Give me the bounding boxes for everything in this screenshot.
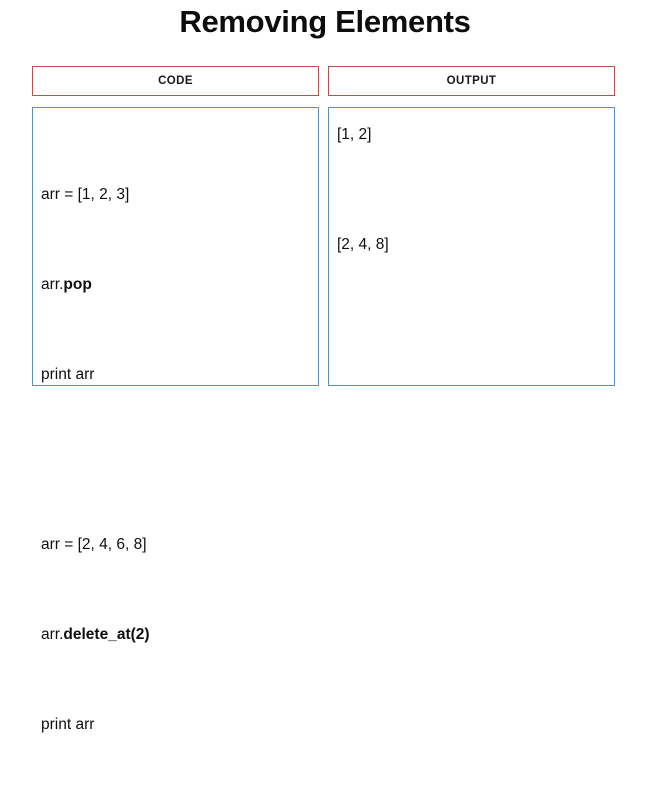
output-line: [1, 2] [337,126,372,143]
column-header-output: OUTPUT [328,66,615,96]
code-line: print arr [41,710,318,740]
code-line-text: arr = [2, 4, 6, 8] [41,536,147,553]
code-line: print arr [41,360,318,390]
code-block-2: arr = [2, 4, 6, 8] arr.delete_at(2) prin… [41,470,318,800]
code-line-bold: delete_at(2) [63,626,150,643]
code-line-bold: pop [63,276,92,293]
code-line: arr = [1, 2, 3] [41,180,318,210]
column-header-code: CODE [32,66,319,96]
code-line-text: print arr [41,716,95,733]
code-block-separator [41,450,318,470]
column-header-code-label: CODE [158,75,193,87]
code-line: arr = [2, 4, 6, 8] [41,530,318,560]
output-block-separator [337,150,614,230]
code-line-text: arr. [41,276,64,293]
column-header-output-label: OUTPUT [446,75,497,87]
output-panel: [1, 2] [2, 4, 8] [328,107,615,386]
code-block-1: arr = [1, 2, 3] arr.pop print arr [41,120,318,450]
output-line: [2, 4, 8] [337,236,389,253]
code-panel: arr = [1, 2, 3] arr.pop print arr arr = … [32,107,319,733]
page-title: Removing Elements [179,4,471,39]
code-line: arr.delete_at(2) [41,620,318,650]
code-line-text: print arr [41,366,95,383]
code-line-text: arr = [1, 2, 3] [41,186,130,203]
code-line-text: arr. [41,626,64,643]
code-line: arr.pop [41,270,318,300]
